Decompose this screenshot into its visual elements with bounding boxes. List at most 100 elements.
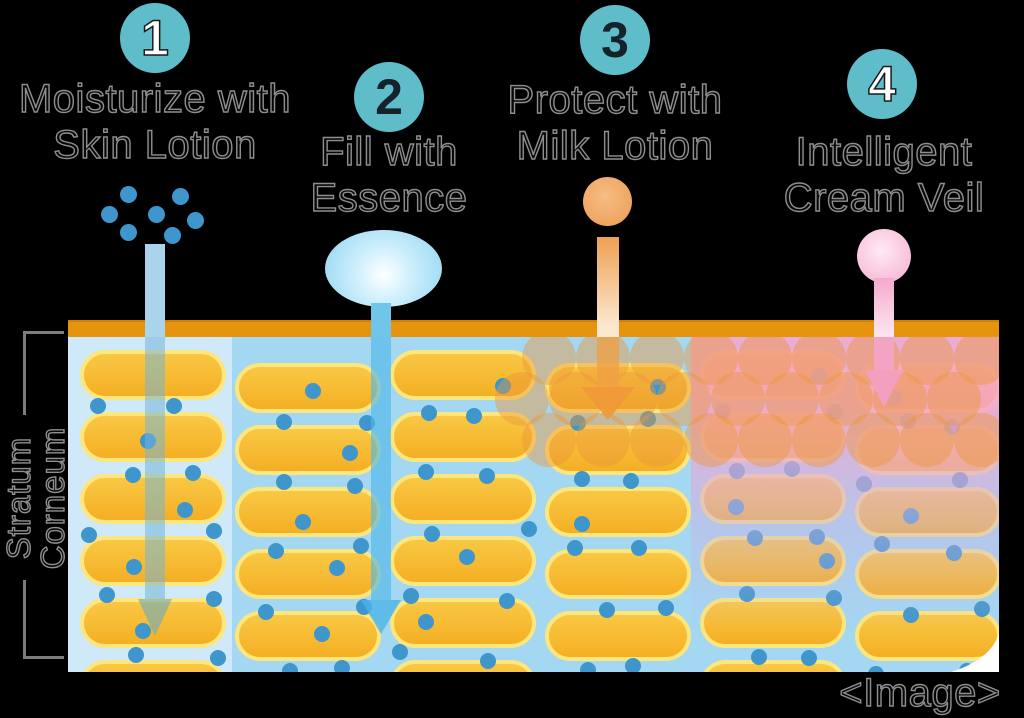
moisture-dot xyxy=(346,478,363,495)
moisture-dot xyxy=(392,644,409,661)
moisture-dot xyxy=(521,520,537,537)
moisture-dot xyxy=(423,526,440,543)
step4-label: Intelligent Cream Veil xyxy=(762,129,1006,221)
moisture-dot xyxy=(206,591,223,608)
moisture-dot xyxy=(81,526,98,543)
milk-lotion-drop xyxy=(846,413,900,467)
milk-lotion-drop xyxy=(900,413,954,467)
step3-badge: 3 xyxy=(580,5,650,75)
image-watermark: <Image> xyxy=(839,671,1001,715)
moisture-dot xyxy=(314,626,331,643)
step1-number: 1 xyxy=(140,9,169,67)
moisture-dot xyxy=(267,542,284,559)
moisture-dot xyxy=(459,548,476,565)
corneocyte-cell xyxy=(545,487,691,537)
moisture-dot xyxy=(305,382,322,399)
lotion-droplet-icon xyxy=(101,206,118,223)
step4-badge: 4 xyxy=(847,49,917,119)
milk-lotion-drop xyxy=(765,372,819,426)
moisture-dot xyxy=(176,502,193,519)
moisture-dot xyxy=(125,466,142,483)
corneocyte-cell xyxy=(390,350,536,400)
moisture-dot xyxy=(185,464,202,481)
step1-arrow-shaft-lower xyxy=(145,337,165,599)
corneocyte-cell xyxy=(545,611,691,661)
step4-number: 4 xyxy=(867,55,896,113)
corneocyte-cell xyxy=(390,474,536,524)
cream-veil-region xyxy=(691,337,999,672)
milk-lotion-drop xyxy=(954,337,999,385)
milk-lotion-drop xyxy=(576,413,630,467)
step2-label: Fill with Essence xyxy=(277,129,501,221)
step3-arrow-shaft-lower xyxy=(597,337,619,387)
moisture-dot xyxy=(479,653,496,670)
step2-label-line1: Fill with xyxy=(319,129,458,174)
step4-arrow-head-icon xyxy=(865,370,903,407)
moisture-dot xyxy=(622,473,639,490)
moisture-dot xyxy=(579,661,596,672)
bracket-spine-upper xyxy=(23,331,26,415)
step3-label-line1: Protect with xyxy=(507,77,723,122)
moisture-dot xyxy=(205,523,222,540)
moisture-dot xyxy=(498,593,515,610)
moisture-dot xyxy=(479,468,496,485)
milk-lotion-drop xyxy=(522,337,576,385)
corner-wave-shape xyxy=(951,632,999,672)
moisture-dot xyxy=(98,587,115,604)
moisture-dot xyxy=(281,663,298,672)
milk-lotion-drop xyxy=(738,337,792,385)
milk-lotion-drop xyxy=(630,413,684,467)
milk-lotion-ball-icon xyxy=(583,177,632,226)
lotion-droplet-icon xyxy=(120,186,137,203)
moisture-dot xyxy=(640,410,657,427)
essence-blob-icon xyxy=(325,230,442,307)
moisture-dot xyxy=(494,378,511,395)
step1-badge: 1 xyxy=(120,3,190,73)
stratum-corneum-block xyxy=(68,337,999,672)
moisture-dot xyxy=(127,647,144,664)
step1-label-line1: Moisturize with xyxy=(18,76,291,121)
moisture-dot xyxy=(573,471,590,488)
step2-label-line2: Essence xyxy=(310,175,468,220)
moisture-dot xyxy=(573,516,590,533)
bracket-spine-lower xyxy=(23,580,26,659)
step3-number: 3 xyxy=(601,12,629,68)
moisture-dot xyxy=(403,588,420,605)
milk-lotion-drop xyxy=(738,413,792,467)
step2-number: 2 xyxy=(375,69,403,125)
milk-lotion-drop xyxy=(684,413,738,467)
step1-label: Moisturize with Skin Lotion xyxy=(5,76,305,168)
moisture-dot xyxy=(90,398,107,415)
bracket-bottom-tick xyxy=(23,656,64,659)
moisture-dot xyxy=(658,599,675,616)
lotion-droplet-icon xyxy=(120,224,137,241)
moisture-dot xyxy=(599,602,616,619)
corneocyte-cell xyxy=(235,549,381,599)
step2-arrow-shaft xyxy=(371,303,391,337)
step1-label-line2: Skin Lotion xyxy=(53,122,257,167)
step3-label: Protect with Milk Lotion xyxy=(495,77,735,169)
step2-arrow-head-icon xyxy=(361,600,401,634)
moisture-dot xyxy=(341,445,358,462)
step1-arrow-head-icon xyxy=(138,599,172,636)
moisture-dot xyxy=(417,464,434,481)
moisture-dot xyxy=(165,398,182,415)
skin-surface-bar xyxy=(68,320,999,337)
moisture-dot xyxy=(126,558,143,575)
milk-lotion-drop xyxy=(900,337,954,385)
moisture-dot xyxy=(352,537,369,554)
milk-lotion-drop xyxy=(792,413,846,467)
stratum-corneum-label-line2: Corneum xyxy=(33,426,71,570)
milk-lotion-drops-layer xyxy=(68,337,999,672)
lotion-droplet-icon xyxy=(164,227,181,244)
moisture-dot xyxy=(209,650,226,667)
step3-arrow-shaft xyxy=(597,237,619,337)
milk-lotion-drop xyxy=(819,372,873,426)
moisture-dot xyxy=(258,604,275,621)
milk-lotion-drop xyxy=(792,337,846,385)
stratum-corneum-label-line1: Stratum xyxy=(0,436,38,560)
step2-badge: 2 xyxy=(354,62,424,132)
moisture-dot xyxy=(650,379,667,396)
lotion-droplet-icon xyxy=(172,188,189,205)
